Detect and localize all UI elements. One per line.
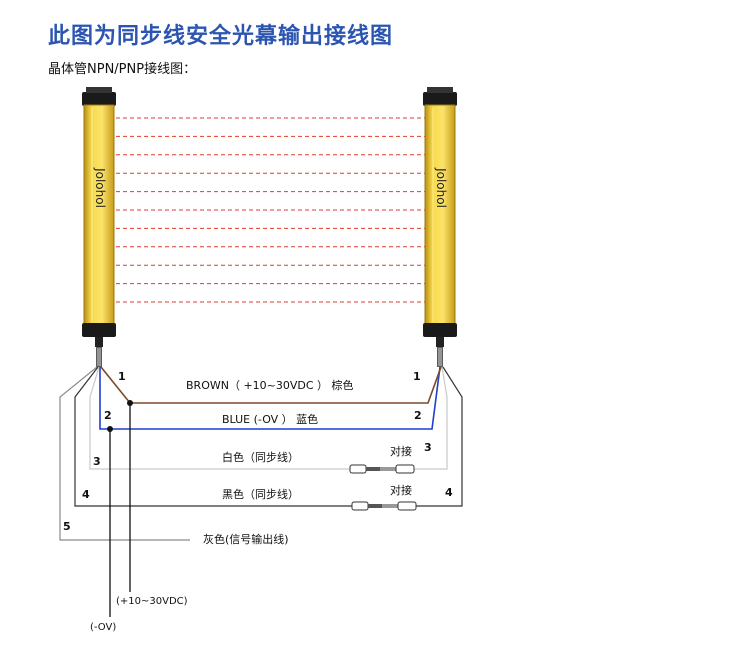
minus-terminal-label: (-OV) bbox=[90, 622, 116, 633]
receiver-unit-right: Jolohol bbox=[423, 87, 457, 367]
receiver-housing bbox=[424, 104, 456, 326]
gray-wire-label: 灰色(信号输出线) bbox=[203, 532, 289, 546]
junction-dot-minus bbox=[107, 426, 113, 432]
page-subtitle: 晶体管NPN/PNP接线图： bbox=[48, 62, 197, 77]
blue-wire bbox=[99, 366, 441, 430]
receiver-bottom-cap bbox=[423, 323, 457, 337]
wire-number-1-right: 1 bbox=[413, 370, 421, 383]
black-wire-left bbox=[74, 366, 352, 507]
blue-wire-label: BLUE (-OV ） 蓝色 bbox=[222, 412, 318, 426]
wire-number-3-right: 3 bbox=[424, 441, 432, 454]
wire-number-1-left: 1 bbox=[118, 370, 126, 383]
emitter-housing bbox=[83, 104, 115, 326]
light-beams bbox=[116, 117, 425, 303]
page-title: 此图为同步线安全光幕输出接线图 bbox=[48, 24, 394, 49]
gray-wire bbox=[59, 366, 190, 541]
black-connect-label: 对接 bbox=[390, 483, 412, 497]
white-wire-right bbox=[414, 366, 448, 470]
emitter-unit-left: Jolohol bbox=[82, 87, 116, 367]
wire-number-4-right: 4 bbox=[445, 486, 453, 499]
wire-number-3-left: 3 bbox=[93, 455, 101, 468]
wire-number-2-left: 2 bbox=[104, 409, 112, 422]
wire-number-5-left: 5 bbox=[63, 520, 71, 533]
black-wire-label: 黑色（同步线） bbox=[222, 487, 299, 501]
black-wire-connector bbox=[351, 501, 417, 511]
plus-terminal-label: (+10~30VDC) bbox=[116, 596, 188, 607]
brown-wire bbox=[100, 366, 442, 404]
emitter-top-cap bbox=[82, 92, 116, 106]
black-wire-right bbox=[416, 366, 463, 507]
emitter-top-tab bbox=[86, 87, 112, 93]
junction-dot-plus bbox=[127, 400, 133, 406]
receiver-top-tab bbox=[427, 87, 453, 93]
white-connect-label: 对接 bbox=[390, 444, 412, 458]
emitter-bottom-cap bbox=[82, 323, 116, 337]
white-wire-label: 白色（同步线） bbox=[222, 450, 299, 464]
brand-label-right: Jolohol bbox=[434, 167, 448, 208]
white-wire-left bbox=[89, 366, 350, 470]
wire-number-2-right: 2 bbox=[414, 409, 422, 422]
brand-label-left: Jolohol bbox=[93, 167, 107, 208]
brown-wire-label: BROWN（ +10~30VDC ） 棕色 bbox=[186, 378, 354, 392]
white-wire-connector bbox=[349, 464, 415, 474]
receiver-top-cap bbox=[423, 92, 457, 106]
wire-number-4-left: 4 bbox=[82, 488, 90, 501]
